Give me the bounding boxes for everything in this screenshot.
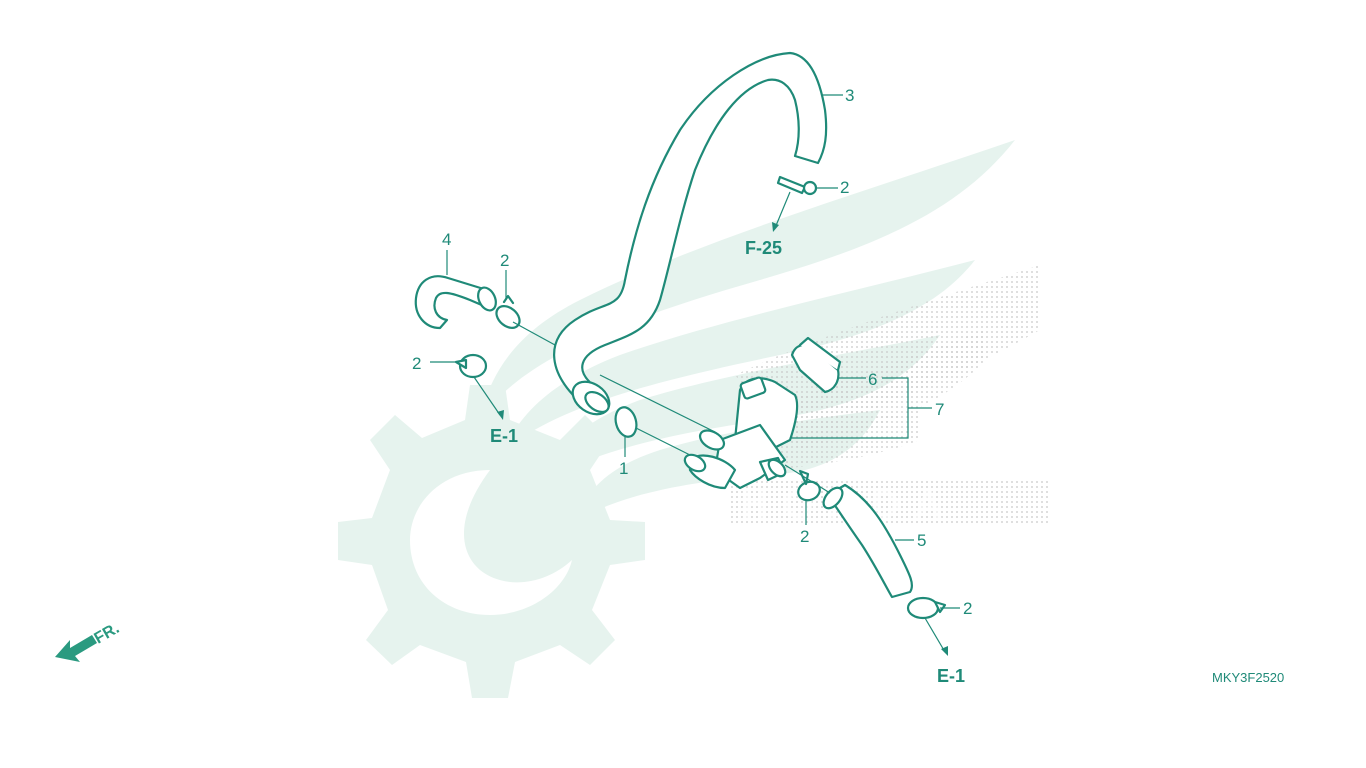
halftone-watermark: HONDA <box>730 265 1050 527</box>
reference-e1-bottom[interactable]: E-1 <box>937 666 965 686</box>
clamp-part-2-bottom[interactable] <box>906 596 947 620</box>
callout-2-left: 2 <box>412 354 421 373</box>
clamp-part-2-upper-left[interactable] <box>492 294 523 332</box>
valve-bracket-part-6[interactable] <box>790 336 842 394</box>
callout-6: 6 <box>868 370 877 389</box>
gear-watermark-icon <box>338 385 645 698</box>
callout-7: 7 <box>935 400 944 419</box>
callout-2-middle: 2 <box>800 527 809 546</box>
reference-f25[interactable]: F-25 <box>745 238 782 258</box>
callout-2-top: 2 <box>840 178 849 197</box>
callout-2-bottom: 2 <box>963 599 972 618</box>
elbow-hose-part-4[interactable] <box>414 275 500 330</box>
callout-5: 5 <box>917 531 926 550</box>
callout-2-upper-left: 2 <box>500 251 509 270</box>
lower-hose-part-5[interactable] <box>820 483 914 599</box>
callout-3: 3 <box>845 86 854 105</box>
o-ring-part-1[interactable] <box>612 405 639 439</box>
air-valve-assembly-part-7[interactable] <box>682 376 799 490</box>
front-direction-indicator: FR. <box>55 620 122 662</box>
front-arrow-icon <box>55 635 97 662</box>
reference-e1-left[interactable]: E-1 <box>490 426 518 446</box>
diagram-code: MKY3F2520 <box>1212 670 1284 685</box>
clamp-part-2-top[interactable] <box>776 175 818 196</box>
clamp-part-2-left[interactable] <box>454 353 488 379</box>
long-air-pipe-part-3[interactable] <box>553 51 828 421</box>
callout-4: 4 <box>442 230 451 249</box>
leader-lines <box>430 94 960 656</box>
callout-1: 1 <box>619 459 628 478</box>
